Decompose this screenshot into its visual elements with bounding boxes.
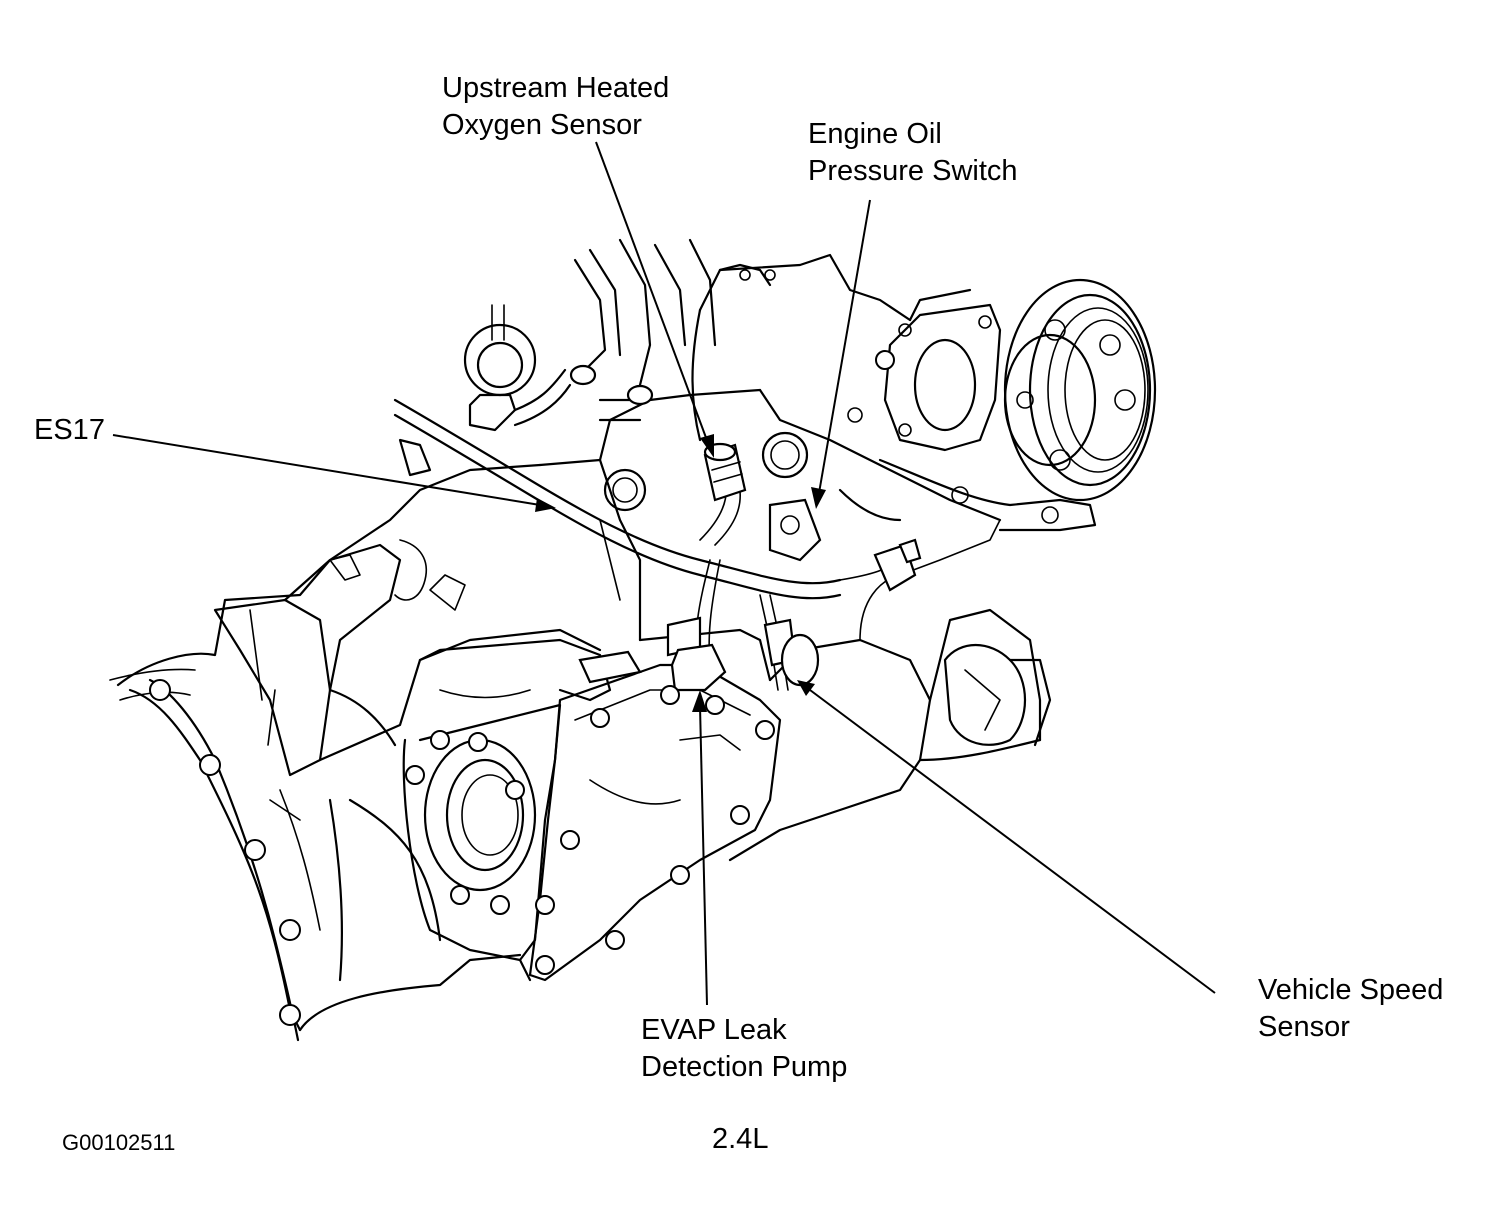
leader-upstream-o2 [595,141,709,444]
leader-es17 [112,434,541,506]
connector-right [873,538,922,592]
arrowhead-evap [692,690,707,712]
leader-evap [699,705,708,1006]
leader-oil-pressure [818,199,871,494]
engine-caption: 2.4L [712,1123,769,1155]
evap-pump [578,616,727,692]
figure-id: G00102511 [62,1130,176,1155]
arrowhead-oil-pressure [811,487,826,509]
label-es17: ES17 [34,414,105,446]
arrowhead-vss [797,680,815,696]
leader-vss [809,689,1216,994]
label-engine-oil-pressure-switch: Engine Oil Pressure Switch [808,118,1018,187]
cover-bolts [149,350,895,1026]
oil-pressure-switch [768,498,822,562]
arrowhead-es17 [535,498,556,512]
leader-lines [112,141,1216,1006]
arrowhead-upstream-o2 [700,434,714,458]
label-evap-leak-detection-pump: EVAP Leak Detection Pump [641,1014,848,1083]
upstream-o2-sensor [703,442,747,502]
label-upstream-o2-sensor: Upstream Heated Oxygen Sensor [442,72,670,141]
label-vehicle-speed-sensor: Vehicle Speed Sensor [1258,974,1444,1043]
vehicle-speed-sensor [763,618,820,687]
engine-linework [109,238,1157,1042]
